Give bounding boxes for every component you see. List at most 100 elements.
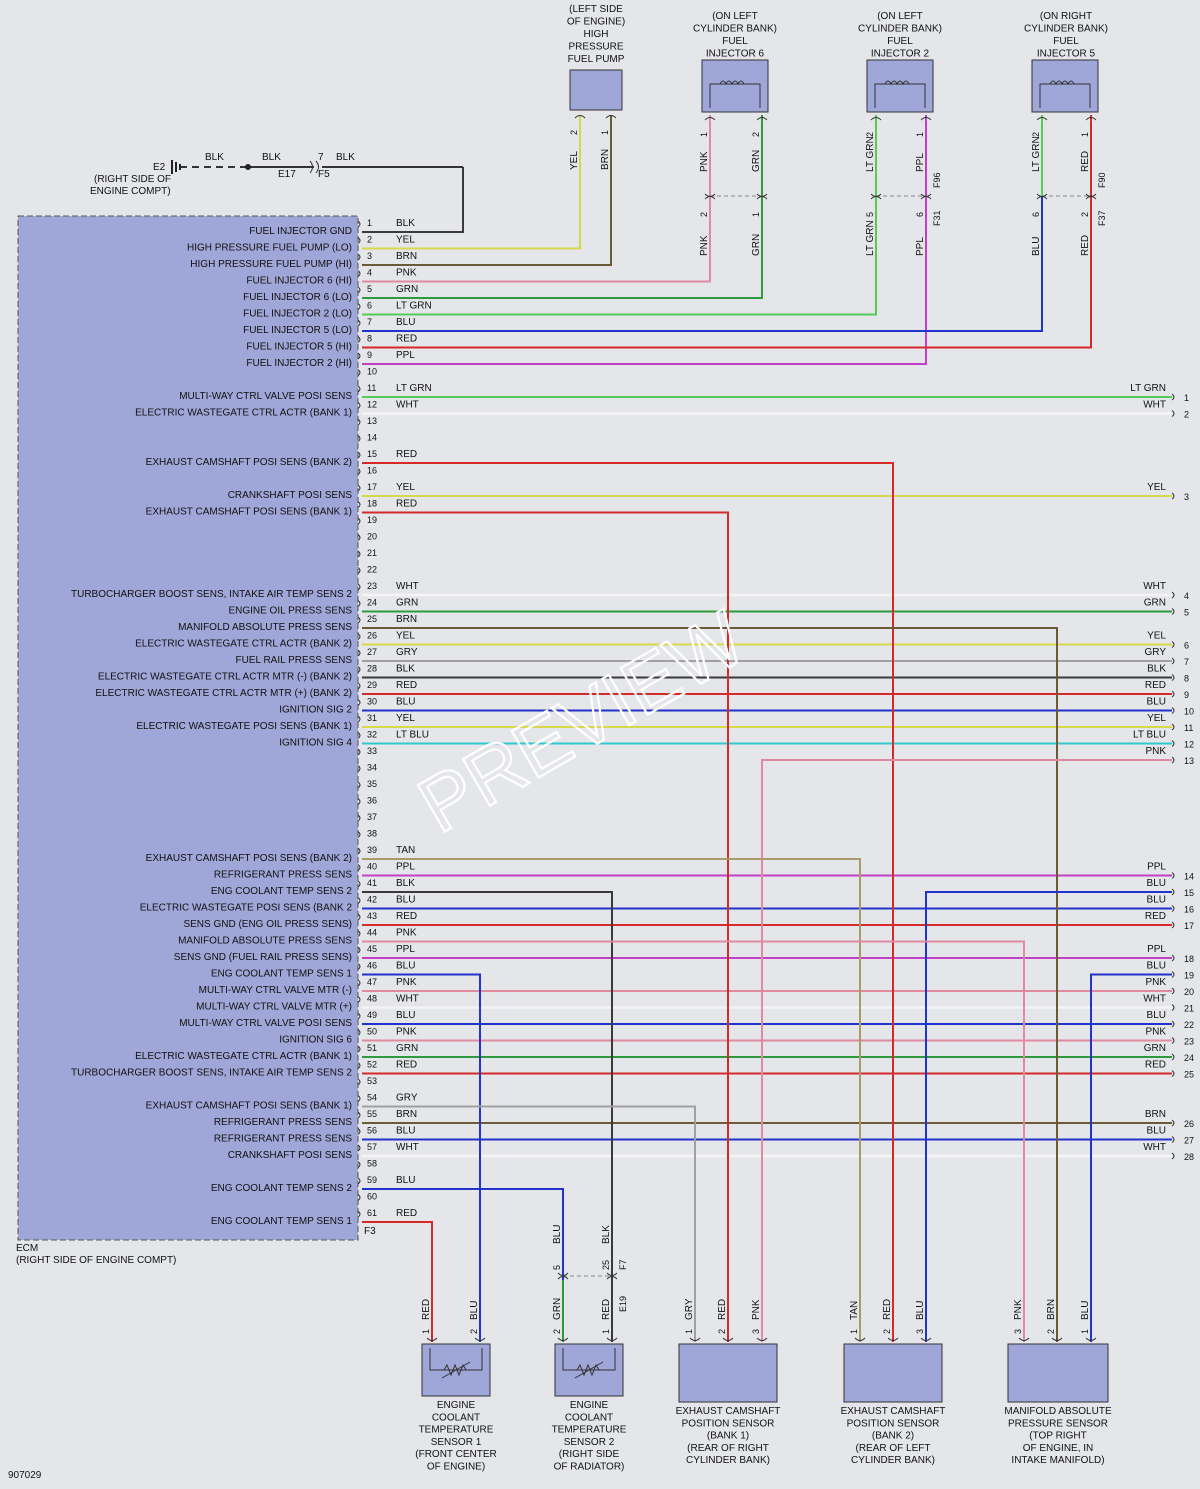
wire-inj6-hi — [362, 115, 711, 283]
top-component-box — [1031, 59, 1099, 113]
right-pin-number: 19 — [1184, 971, 1194, 981]
bottom-component-label: EXHAUST CAMSHAFT — [676, 1406, 781, 1417]
right-pin-wire-color: BLK — [1147, 664, 1166, 675]
wire-ect2-sig — [362, 1188, 564, 1342]
ecm-pin-label: FUEL INJECTOR 6 (HI) — [246, 276, 352, 287]
wire-cam1-gnd — [362, 1105, 696, 1342]
ecm-pin-wire-color: BLK — [396, 218, 415, 229]
right-pin-number: 26 — [1184, 1119, 1194, 1129]
ecm-pin-mark — [357, 649, 361, 657]
bottom-component-label: COOLANT — [565, 1412, 613, 1423]
bottom-component-label: TEMPERATURE — [419, 1425, 494, 1436]
right-pin-number: 21 — [1184, 1004, 1194, 1014]
right-pin-number: 24 — [1184, 1053, 1194, 1063]
ecm-pin-mark — [357, 270, 361, 277]
ecm-pin-mark — [357, 715, 361, 723]
ecm-pin-label: HIGH PRESSURE FUEL PUMP (HI) — [190, 259, 352, 270]
ecm-pin-wire-color: BLU — [396, 895, 415, 906]
ecm-pin-mark — [357, 814, 361, 822]
wire-map-sig — [362, 940, 1025, 1342]
right-pin-number: 16 — [1184, 905, 1194, 915]
top-component-label: CYLINDER BANK) — [858, 24, 942, 35]
wire-cam2-gnd — [362, 858, 861, 1342]
bottom-component-label: OF ENGINE) — [427, 1462, 485, 1473]
ecm-pin-number: 20 — [367, 532, 377, 542]
right-pin-wire-color: PPL — [1147, 944, 1166, 955]
inline-pin-wire-color: RED — [1080, 235, 1091, 256]
right-pin-wire-color: BLU — [1147, 697, 1166, 708]
ecm-pin-wire-color: BLU — [396, 1126, 415, 1137]
ecm-pin-mark — [357, 286, 361, 294]
top-component-box — [866, 59, 934, 113]
ecm-pin-wire-color: YEL — [396, 235, 415, 246]
ecm-pin-number: 5 — [367, 284, 372, 294]
right-pin-wire-color: BRN — [1145, 1109, 1166, 1120]
bottom-component-label: OF RADIATOR) — [554, 1462, 625, 1473]
right-pin-number: 28 — [1184, 1152, 1194, 1162]
top-pin-wire-color: YEL — [569, 151, 580, 170]
bottom-pin-wire-color: GRN — [552, 1298, 563, 1320]
ecm-pin-wire-color: YEL — [396, 713, 415, 724]
bottom-component-label: EXHAUST CAMSHAFT — [841, 1406, 946, 1417]
ecm-pin-mark — [357, 1210, 361, 1218]
right-pin-mark — [1171, 1053, 1175, 1061]
right-pin-wire-color: GRY — [1145, 647, 1167, 658]
right-pin-wire-color: YEL — [1147, 713, 1166, 724]
ecm-pin-mark — [357, 534, 361, 541]
right-pin-mark — [1171, 987, 1175, 995]
ecm-pin-wire-color: RED — [396, 680, 417, 691]
bottom-component-box — [678, 1343, 778, 1403]
ecm-pin-number: 53 — [367, 1076, 377, 1086]
bottom-component-label: (TOP RIGHT — [1029, 1431, 1086, 1442]
ecm-pin-mark — [357, 831, 361, 838]
bottom-component-label: (RIGHT SIDE — [559, 1449, 620, 1460]
bottom-component-label: SENSOR 2 — [564, 1437, 615, 1448]
ecm-pin-mark — [357, 781, 361, 789]
bottom-component-label: COOLANT — [432, 1412, 480, 1423]
ecm-pin-label: IGNITION SIG 4 — [279, 738, 352, 749]
inline-pin-mark — [704, 193, 716, 200]
ecm-pin-mark — [357, 897, 361, 904]
inline-pin-mark — [557, 1272, 569, 1280]
ecm-pin-label: FUEL INJECTOR 2 (LO) — [243, 309, 352, 320]
bottom-component-label: (BANK 1) — [707, 1431, 749, 1442]
ecm-pin-wire-color: BLK — [396, 664, 415, 675]
ecm-pin-wire-color: BRN — [396, 1109, 417, 1120]
ecm-pin-mark — [357, 666, 361, 673]
ecm-pin-wire-color: PNK — [396, 928, 417, 939]
ecm-pin-mark — [357, 484, 361, 492]
right-pin-number: 3 — [1184, 492, 1189, 502]
top-pin-mark — [574, 115, 586, 119]
wire-inj2-lo — [362, 115, 877, 316]
ecm-pin-number: 19 — [367, 515, 377, 525]
right-pin-mark — [1171, 921, 1175, 929]
ground-name: E2 — [153, 162, 166, 173]
wire-cam1-sig — [362, 511, 729, 1342]
right-pin-number: 23 — [1184, 1037, 1194, 1047]
ecm-pin-wire-color: TAN — [396, 845, 415, 856]
right-pin-number: 14 — [1184, 872, 1194, 882]
bottom-pin-mark — [920, 1337, 932, 1341]
bottom-pin-mark — [606, 1337, 618, 1341]
ecm-pin-number: 12 — [367, 400, 377, 410]
injector-coil-lead — [709, 83, 761, 108]
bottom-pin-wire-color: RED — [717, 1299, 728, 1320]
wire-pump-lo — [362, 115, 581, 250]
ecm-pin-mark — [357, 237, 361, 244]
right-pin-mark — [1171, 657, 1175, 665]
bottom-pin-wire-color: GRY — [684, 1298, 695, 1320]
ecm-pin-number: 3 — [367, 251, 372, 261]
ground-symbol — [171, 160, 181, 174]
inline-pin-wire-color: BLU — [1031, 237, 1042, 256]
inline-connector-lower: E19 — [618, 1296, 628, 1312]
right-pin-mark — [1171, 1004, 1175, 1011]
ecm-pin-number: 8 — [367, 334, 372, 344]
top-component-label: CYLINDER BANK) — [1024, 24, 1108, 35]
ecm-pin-number: 18 — [367, 499, 377, 509]
ecm-pin-number: 35 — [367, 779, 377, 789]
ecm-pin-number: 37 — [367, 812, 377, 822]
right-pin-number: 13 — [1184, 756, 1194, 766]
bottom-component-label: INTAKE MANIFOLD) — [1011, 1455, 1104, 1466]
right-pin-mark — [1171, 1070, 1175, 1077]
